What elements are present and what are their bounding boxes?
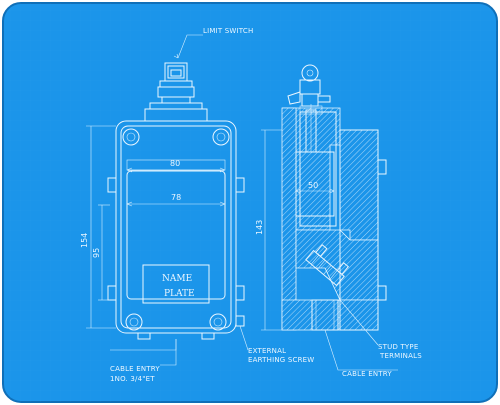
cable-entry-label-right: CABLE ENTRY — [342, 370, 392, 378]
front-view: LIMIT SWITCH — [80, 27, 314, 383]
corner-bosses — [122, 128, 230, 331]
dimension-78: 78 — [171, 193, 181, 202]
dimension-154: 154 — [80, 233, 89, 248]
limit-switch-label: LIMIT SWITCH — [203, 27, 253, 35]
dimension-50: 50 — [308, 181, 318, 190]
name-plate-line-1: NAME — [162, 274, 192, 284]
cable-entry-label-left: CABLE ENTRY — [110, 365, 160, 373]
name-plate — [142, 264, 210, 304]
name-plate-line-2: PLATE — [164, 289, 195, 299]
dimension-80: 80 — [170, 159, 180, 168]
stud-type-label-2: TERMINALS — [379, 352, 422, 360]
dimension-95: 95 — [92, 248, 101, 258]
side-section-view: 50 143 STUD TYPE TERMINALS CABLE ENTRY — [255, 64, 422, 378]
cable-entry-size-label: 1NO. 3/4"ET — [110, 375, 155, 383]
dimension-143: 143 — [255, 220, 264, 235]
external-earthing-label-1: EXTERNAL — [248, 347, 286, 355]
stud-type-label-1: STUD TYPE — [378, 343, 418, 351]
external-earthing-label-2: EARTHING SCREW — [248, 356, 314, 364]
